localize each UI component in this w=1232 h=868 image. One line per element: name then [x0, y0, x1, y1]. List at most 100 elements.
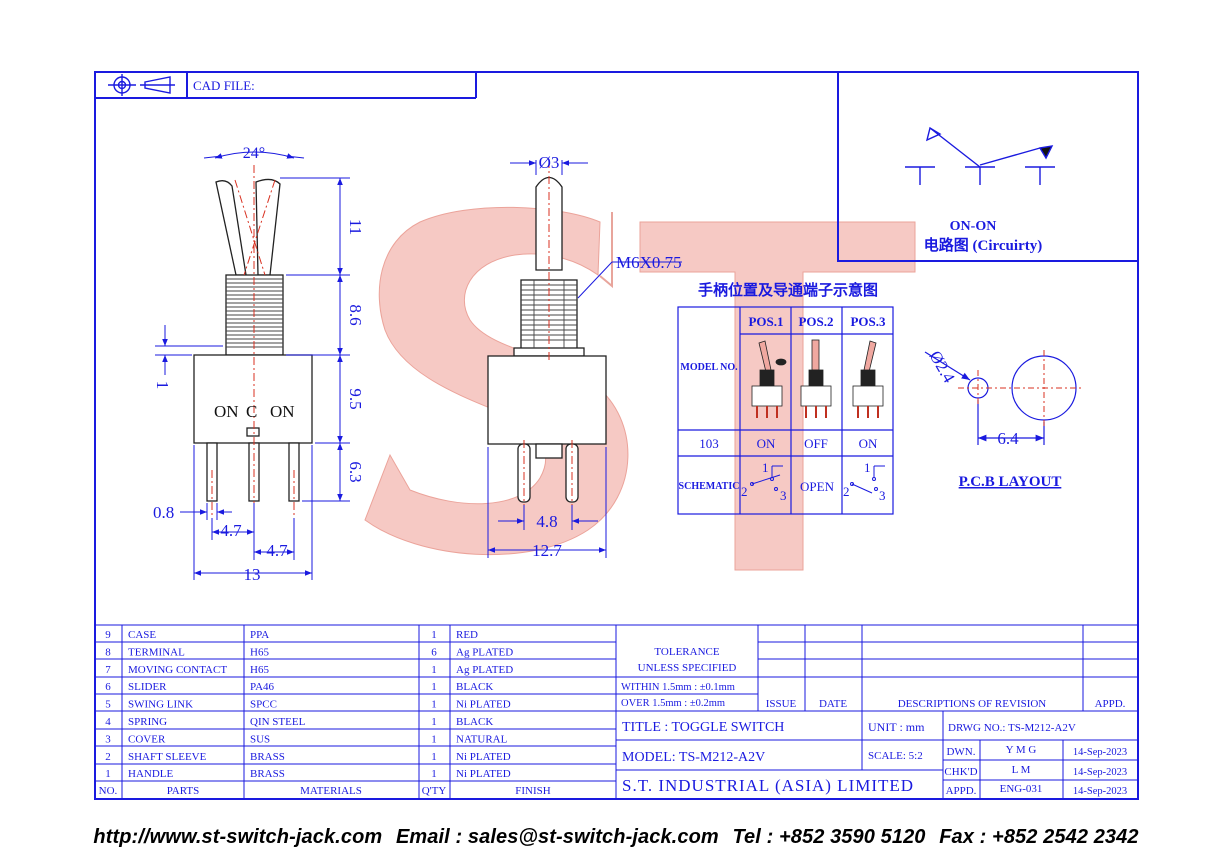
dwn-name: Y M G	[1006, 744, 1037, 756]
bom-header-part: PARTS	[167, 785, 200, 797]
title-block	[615, 624, 1139, 800]
sch3-pin1: 1	[864, 460, 871, 475]
bom-cell-part: SWING LINK	[128, 699, 193, 711]
cad-file-label: CAD FILE:	[193, 78, 255, 93]
bom-cell-no: 6	[105, 681, 111, 693]
front-view: ON C ON	[193, 165, 313, 515]
bom-cell-qty: 1	[431, 699, 437, 711]
pos-header-2: POS.2	[798, 314, 833, 329]
bom-header-finish: FINISH	[515, 785, 551, 797]
front-dimensions	[155, 151, 350, 580]
dim-9-5: 9.5	[346, 388, 365, 409]
bom-cell-finish: RED	[456, 629, 478, 641]
footer-url[interactable]: http://www.st-switch-jack.com	[93, 826, 383, 848]
bom-cell-finish: BLACK	[456, 681, 493, 693]
bom-cell-part: SLIDER	[128, 681, 167, 693]
row-103-pos1: ON	[757, 436, 776, 451]
dim-4-7-a: 4.7	[220, 521, 242, 540]
bom-cell-no: 3	[105, 733, 111, 745]
bom-cell-qty: 1	[431, 751, 437, 763]
bom-header-qty: Q'TY	[422, 785, 447, 797]
bom-cell-material: PPA	[250, 629, 269, 641]
bom-cell-no: 2	[105, 751, 111, 763]
circuit-symbol	[905, 126, 1055, 185]
pos-header-1: POS.1	[748, 314, 783, 329]
bom-cell-qty: 1	[431, 733, 437, 745]
model-text: MODEL: TS-M212-A2V	[622, 750, 765, 765]
schematic-pos3	[850, 465, 885, 494]
bom-cell-material: QIN STEEL	[250, 716, 306, 728]
bom-cell-no: 5	[105, 699, 111, 711]
footer-fax: Fax : +852 2542 2342	[939, 826, 1139, 848]
bom-cell-no: 7	[105, 664, 111, 676]
bom-cell-no: 4	[105, 716, 111, 728]
dim-0-8: 0.8	[153, 503, 174, 522]
dim-12-7: 12.7	[532, 541, 562, 560]
bom-cell-material: H65	[250, 664, 269, 676]
bom-cell-no: 8	[105, 646, 111, 658]
bom-cell-qty: 6	[431, 646, 437, 658]
revision-desc: DESCRIPTIONS OF REVISION	[898, 698, 1047, 710]
sch3-pin2: 2	[843, 484, 850, 499]
schematic-pos1	[750, 465, 783, 491]
dim-thread: M6X0.75	[616, 253, 682, 272]
bom-header-no: NO.	[99, 785, 118, 797]
dim-8-6: 8.6	[346, 304, 365, 325]
position-table	[677, 306, 894, 515]
pcb-layout: Ø2.4 6.4 P.C.B LAYOUT	[924, 348, 1082, 490]
dim-1: 1	[153, 381, 172, 390]
bom-cell-qty: 1	[431, 664, 437, 676]
bom-cell-material: SPCC	[250, 699, 277, 711]
bom-cell-material: PA46	[250, 681, 275, 693]
bom-cell-qty: 1	[431, 629, 437, 641]
dwn-date: 14-Sep-2023	[1073, 747, 1127, 758]
bom-cell-material: SUS	[250, 733, 270, 745]
mini-switch-pos1	[751, 340, 787, 418]
appd-date: 14-Sep-2023	[1073, 786, 1127, 797]
tolerance-line2: UNLESS SPECIFIED	[638, 662, 737, 674]
appd-name: ENG-031	[1000, 783, 1043, 795]
dim-phi-3: Ø3	[539, 153, 560, 172]
pcb-layout-label: P.C.B LAYOUT	[959, 474, 1062, 490]
title-text: TITLE : TOGGLE SWITCH	[622, 720, 784, 735]
row-103-pos3: ON	[859, 436, 878, 451]
bom-cell-material: BRASS	[250, 751, 285, 763]
sch1-pin2: 2	[741, 484, 748, 499]
circuit-subtitle: 电路图 (Circuirty)	[924, 236, 1042, 254]
bom-cell-qty: 1	[431, 768, 437, 780]
contact-footer: http://www.st-switch-jack.com Email : sa…	[0, 826, 1232, 849]
dim-13: 13	[244, 565, 261, 584]
chkd-date: 14-Sep-2023	[1073, 767, 1127, 778]
front-label-center: C	[246, 402, 257, 421]
company-name: S.T. INDUSTRIAL (ASIA) LIMITED	[622, 776, 914, 795]
bom-cell-finish: Ni PLATED	[456, 768, 511, 780]
bom-cell-finish: Ag PLATED	[456, 664, 513, 676]
scale-text: SCALE: 5:2	[868, 750, 923, 762]
dim-4-7-b: 4.7	[266, 541, 288, 560]
footer-email[interactable]: Email : sales@st-switch-jack.com	[395, 826, 719, 848]
front-label-left: ON	[214, 402, 239, 421]
bom-table	[94, 624, 617, 800]
bom-cell-material: BRASS	[250, 768, 285, 780]
tolerance-within: WITHIN 1.5mm : ±0.1mm	[621, 682, 735, 693]
dim-6-3: 6.3	[346, 461, 365, 482]
bom-cell-part: TERMINAL	[128, 646, 185, 658]
bom-cell-part: HANDLE	[128, 768, 173, 780]
circuit-title: ON-ON	[950, 219, 997, 234]
mini-switch-pos3	[852, 340, 884, 418]
bom-cell-finish: NATURAL	[456, 733, 508, 745]
bom-cell-finish: BLACK	[456, 716, 493, 728]
schematic-label: SCHEMATIC	[679, 481, 740, 492]
appd-label: APPD.	[946, 785, 977, 797]
open-label: OPEN	[800, 479, 835, 494]
row-103-pos2: OFF	[804, 436, 828, 451]
bom-cell-no: 1	[105, 768, 111, 780]
side-view	[487, 160, 607, 512]
bom-cell-finish: Ni PLATED	[456, 751, 511, 763]
dim-11: 11	[346, 219, 365, 235]
bom-cell-part: SHAFT SLEEVE	[128, 751, 207, 763]
revision-issue: ISSUE	[766, 698, 797, 710]
sch1-pin1: 1	[762, 460, 769, 475]
